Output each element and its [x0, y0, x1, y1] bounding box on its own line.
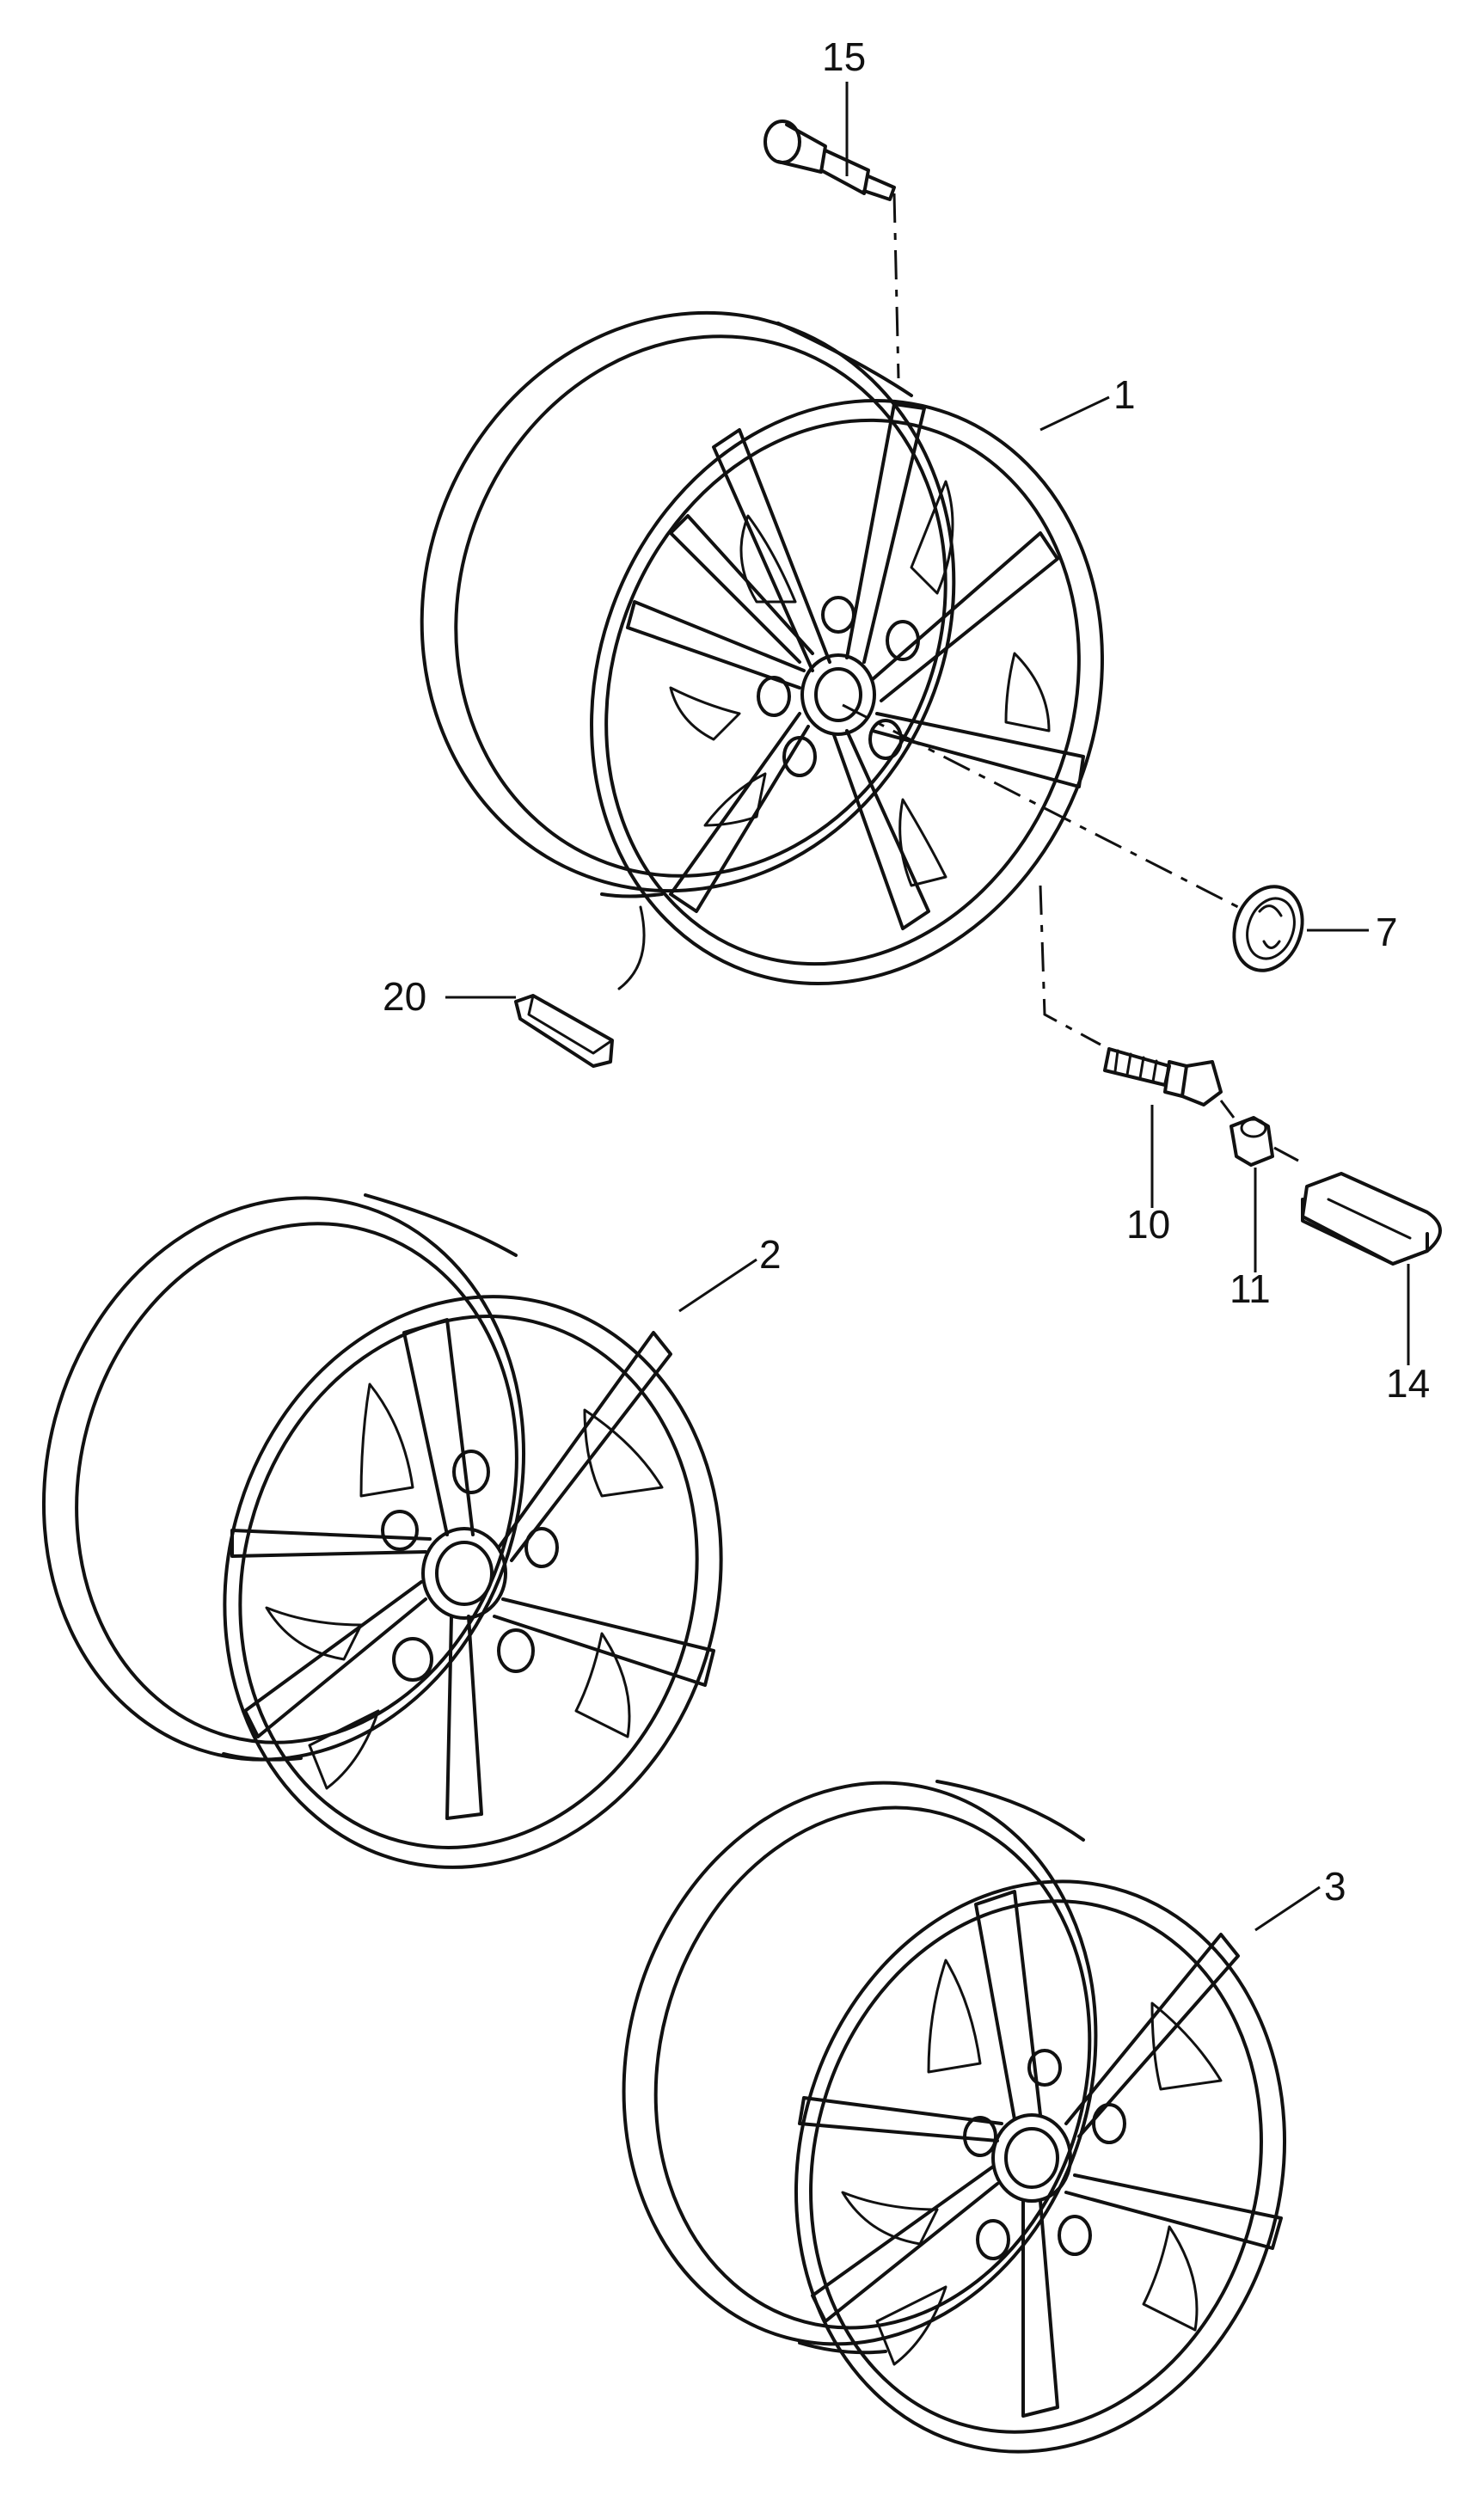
callout-label-3: 3 [1324, 1864, 1346, 1909]
callout-label-2: 2 [759, 1232, 782, 1277]
wheel-1[interactable] [341, 237, 1182, 1056]
wheel-bolt-icon[interactable] [1103, 1047, 1223, 1107]
callout-14: 14 [1386, 1264, 1430, 1406]
callout-label-10: 10 [1126, 1202, 1170, 1247]
callout-20: 20 [383, 974, 516, 1019]
tyre-valve-icon[interactable] [763, 120, 896, 201]
balance-weight-icon[interactable] [514, 994, 614, 1068]
callout-7: 7 [1307, 910, 1398, 954]
callout-label-1: 1 [1113, 372, 1136, 417]
callout-10: 10 [1126, 1105, 1170, 1247]
callout-2: 2 [678, 1232, 782, 1313]
callout-3: 3 [1254, 1864, 1346, 1932]
puller-tool-icon[interactable] [1301, 1172, 1442, 1266]
callout-label-14: 14 [1386, 1361, 1430, 1406]
callout-label-20: 20 [383, 974, 426, 1019]
callout-11: 11 [1230, 1168, 1271, 1311]
callout-1: 1 [1039, 372, 1136, 432]
callout-label-7: 7 [1376, 910, 1398, 954]
callout-15: 15 [822, 34, 866, 176]
callout-label-11: 11 [1230, 1266, 1271, 1311]
bolt-cap-icon[interactable] [1230, 1116, 1274, 1167]
callout-label-15: 15 [822, 34, 866, 79]
wheel-2[interactable] [0, 1143, 784, 1923]
hub-cap-icon[interactable] [1223, 877, 1314, 980]
wheel-3[interactable] [562, 1729, 1347, 2491]
